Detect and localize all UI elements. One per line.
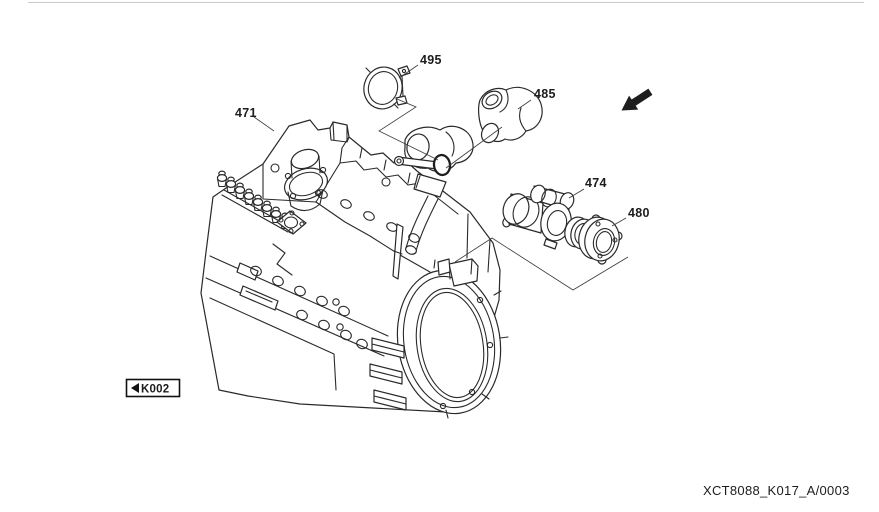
leader-480: [611, 217, 627, 227]
drawing-code: XCT8088_K017_A/0003: [703, 483, 850, 498]
callout-label-485[interactable]: 485: [534, 87, 556, 101]
callout-label-495[interactable]: 495: [420, 53, 442, 67]
pump-flange-drawing: [276, 210, 307, 235]
starter-motor-drawing-474: [502, 184, 575, 250]
callout-label-471[interactable]: 471: [235, 106, 257, 120]
callout-leader-lines: [253, 64, 627, 227]
block-face-details: [205, 243, 389, 391]
leader-474: [568, 188, 585, 199]
flywheel-housing-drawing: [369, 258, 509, 419]
callout-label-480[interactable]: 480: [628, 206, 650, 220]
dipstick-drawing: [392, 223, 404, 280]
callout-label-474[interactable]: 474: [585, 176, 607, 190]
direction-arrow-icon: [621, 88, 653, 111]
leader-471: [253, 116, 275, 132]
left-triangle-icon: [131, 383, 139, 393]
adapter-flange-drawing-480: [564, 214, 623, 265]
leader-485: [517, 99, 532, 110]
assembly-reference-lines: [378, 98, 629, 291]
k002-reference[interactable]: K002: [125, 378, 181, 398]
clamp-drawing-495: [363, 65, 411, 110]
view-reference-label: K002: [141, 384, 169, 396]
leader-495: [398, 64, 419, 79]
engine-assembly-drawing: [200, 119, 509, 419]
turbocharger-drawing: [393, 125, 474, 255]
elbow-hose-drawing-485: [478, 86, 543, 144]
